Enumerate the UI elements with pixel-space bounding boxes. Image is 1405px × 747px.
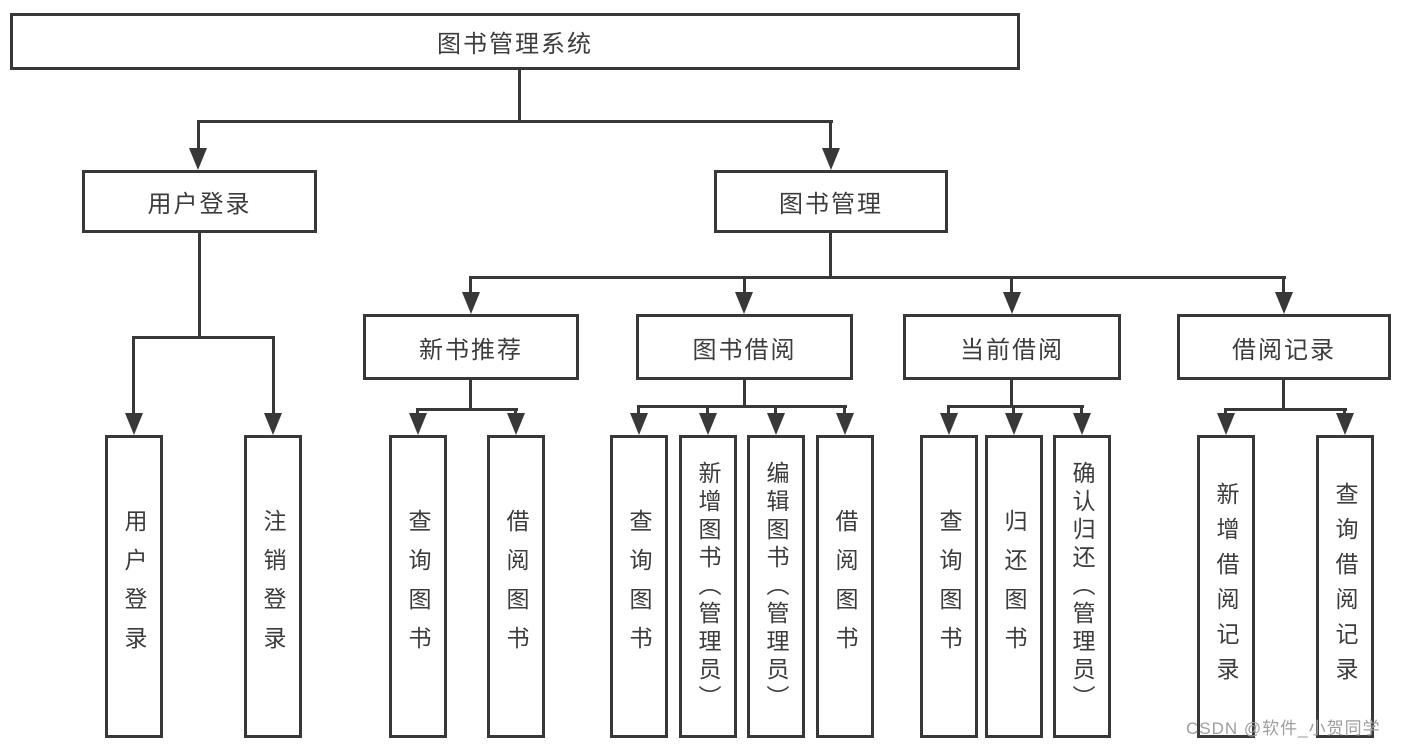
- arrow-down-icon: [1217, 413, 1235, 435]
- leaf-newbook-query-label: 查询图书: [405, 508, 431, 665]
- arrow-down-icon: [699, 413, 717, 435]
- arrow-down-icon: [822, 148, 840, 170]
- connector-line: [843, 405, 846, 413]
- connector-line: [637, 405, 847, 408]
- connector-line: [1010, 276, 1013, 292]
- connector-line: [1224, 408, 1227, 413]
- node-user-login-label: 用户登录: [147, 191, 252, 218]
- arrow-down-icon: [836, 413, 854, 435]
- node-book-borrow: 图书借阅: [636, 314, 853, 380]
- leaf-current-query: 查询图书: [920, 435, 978, 738]
- node-user-login: 用户登录: [82, 170, 317, 233]
- leaf-newbook-query: 查询图书: [389, 435, 447, 738]
- leaf-current-return: 归还图书: [985, 435, 1043, 738]
- connector-line: [947, 405, 1084, 408]
- connector-line: [197, 120, 200, 148]
- node-new-book-label: 新书推荐: [419, 336, 523, 364]
- connector-line: [470, 276, 1286, 279]
- arrow-down-icon: [1005, 413, 1023, 435]
- connector-line: [416, 408, 419, 413]
- connector-line: [743, 380, 746, 405]
- connector-line: [774, 405, 777, 413]
- leaf-borrow-edit: 编辑图书（管理员）: [747, 435, 805, 738]
- arrow-down-icon: [1336, 413, 1354, 435]
- arrow-down-icon: [1003, 292, 1021, 314]
- leaf-user-login: 用户登录: [105, 435, 163, 738]
- leaf-logout-label: 注销登录: [260, 508, 286, 665]
- connector-line: [637, 405, 640, 413]
- connector-line: [706, 405, 709, 413]
- watermark: CSDN @软件_小贺同学: [1186, 719, 1381, 738]
- leaf-current-confirm: 确认归还（管理员）: [1053, 435, 1111, 738]
- connector-line: [469, 380, 472, 408]
- leaf-current-query-label: 查询图书: [936, 508, 962, 665]
- connector-line: [514, 408, 517, 413]
- leaf-current-confirm-label: 确认归还（管理员）: [1069, 460, 1095, 713]
- node-current-borrow-label: 当前借阅: [960, 336, 1064, 364]
- arrow-down-icon: [1073, 413, 1091, 435]
- arrow-down-icon: [189, 148, 207, 170]
- connector-line: [132, 336, 275, 339]
- node-book-borrow-label: 图书借阅: [692, 336, 797, 364]
- leaf-borrow-add-label: 新增图书（管理员）: [695, 460, 721, 713]
- connector-line: [469, 276, 472, 292]
- leaf-newbook-borrow-label: 借阅图书: [503, 508, 529, 665]
- leaf-records-query-label: 查询借阅记录: [1332, 481, 1358, 692]
- connector-line: [272, 336, 275, 413]
- leaf-borrow-borrow: 借阅图书: [816, 435, 874, 738]
- node-book-manage: 图书管理: [714, 170, 948, 233]
- node-book-manage-label: 图书管理: [779, 191, 883, 218]
- connector-line: [198, 233, 201, 336]
- arrow-down-icon: [264, 413, 282, 435]
- connector-line: [1282, 276, 1285, 292]
- node-borrow-records: 借阅记录: [1177, 314, 1391, 380]
- connector-line: [1343, 408, 1346, 413]
- leaf-borrow-query-label: 查询图书: [626, 508, 652, 665]
- arrow-down-icon: [462, 292, 480, 314]
- connector-line: [1010, 380, 1013, 405]
- node-new-book: 新书推荐: [363, 314, 579, 380]
- leaf-records-add: 新增借阅记录: [1197, 435, 1255, 738]
- leaf-current-return-label: 归还图书: [1001, 508, 1027, 665]
- connector-line: [416, 408, 518, 411]
- connector-line: [197, 120, 833, 123]
- arrow-down-icon: [1275, 292, 1293, 314]
- leaf-records-query: 查询借阅记录: [1316, 435, 1374, 738]
- connector-line: [1282, 380, 1285, 408]
- leaf-records-add-label: 新增借阅记录: [1213, 481, 1239, 692]
- connector-line: [518, 70, 521, 120]
- connector-line: [829, 233, 832, 276]
- arrow-down-icon: [630, 413, 648, 435]
- leaf-borrow-edit-label: 编辑图书（管理员）: [763, 460, 789, 713]
- leaf-newbook-borrow: 借阅图书: [487, 435, 545, 738]
- leaf-logout: 注销登录: [244, 435, 302, 738]
- arrow-down-icon: [409, 413, 427, 435]
- connector-line: [1224, 408, 1347, 411]
- arrow-down-icon: [767, 413, 785, 435]
- arrow-down-icon: [507, 413, 525, 435]
- node-root: 图书管理系统: [10, 13, 1020, 70]
- connector-line: [1012, 405, 1015, 413]
- node-current-borrow: 当前借阅: [903, 314, 1121, 380]
- connector-line: [132, 336, 135, 413]
- connector-line: [947, 405, 950, 413]
- connector-line: [829, 120, 832, 148]
- connector-line: [1080, 405, 1083, 413]
- leaf-borrow-borrow-label: 借阅图书: [832, 508, 858, 665]
- arrow-down-icon: [940, 413, 958, 435]
- node-borrow-records-label: 借阅记录: [1232, 336, 1336, 364]
- node-root-label: 图书管理系统: [437, 31, 593, 58]
- arrow-down-icon: [735, 292, 753, 314]
- connector-line: [743, 276, 746, 292]
- leaf-user-login-label: 用户登录: [121, 508, 147, 665]
- arrow-down-icon: [125, 413, 143, 435]
- leaf-borrow-add: 新增图书（管理员）: [679, 435, 737, 738]
- leaf-borrow-query: 查询图书: [610, 435, 668, 738]
